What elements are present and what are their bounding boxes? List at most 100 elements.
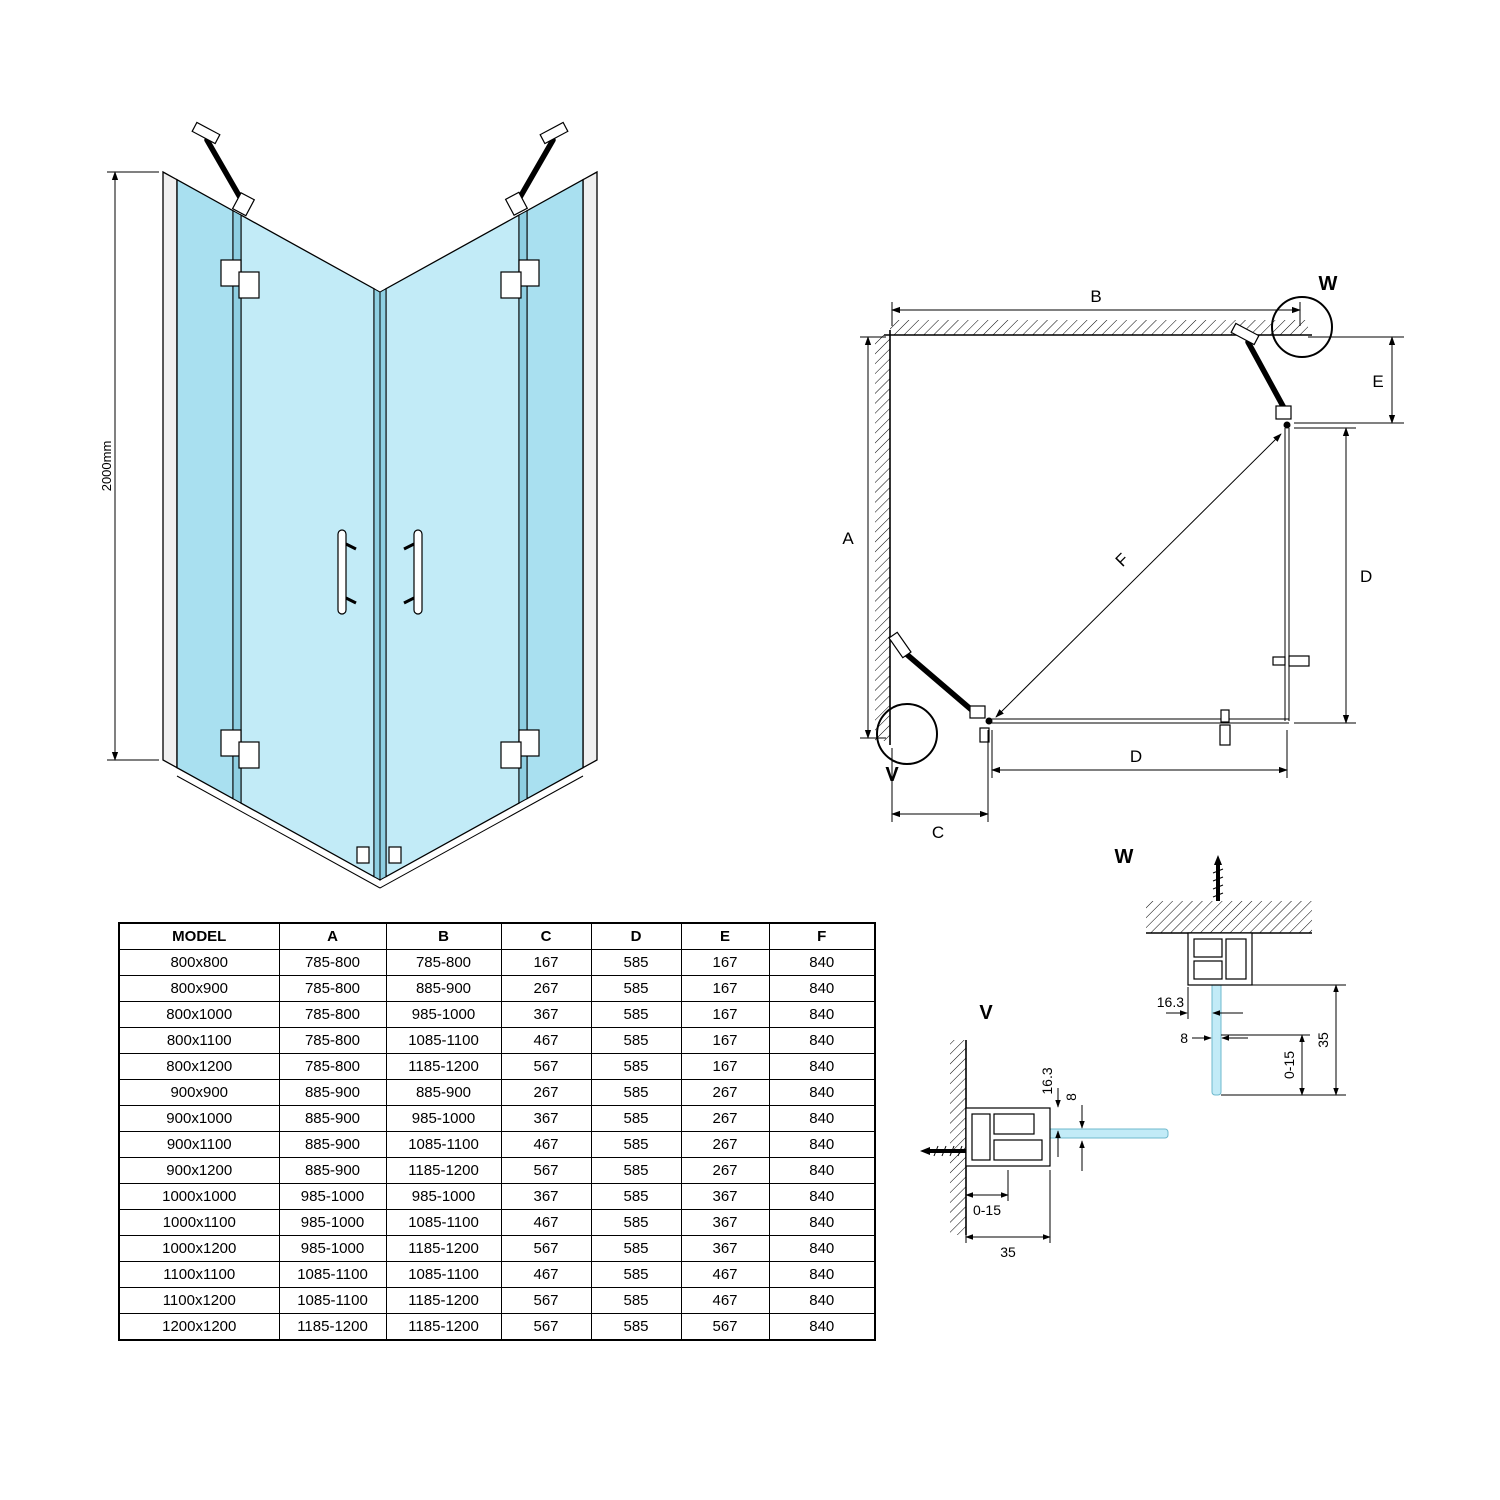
dimension-cell: 585	[590, 1235, 682, 1262]
dimension-cell: 367	[680, 1235, 770, 1262]
dim-163-label: 16.3	[1039, 1067, 1055, 1094]
anchor-screw	[1212, 855, 1224, 901]
dimension-cell: 467	[500, 1027, 592, 1054]
plan-view-drawing: B A E D D	[842, 273, 1404, 842]
dimension-c: C	[891, 730, 989, 842]
door-handles	[337, 529, 423, 615]
dimension-cell: 585	[590, 1313, 682, 1341]
column-header-e: E	[680, 922, 770, 950]
dimension-cell: 467	[680, 1287, 770, 1314]
dimension-cell: 585	[590, 1157, 682, 1184]
hinge-top-right	[518, 259, 540, 287]
hinge-pivot	[1283, 421, 1291, 429]
dimension-cell: 367	[680, 1209, 770, 1236]
detail-w-title: W	[1115, 846, 1134, 868]
dimension-cell: 840	[768, 1235, 876, 1262]
dimension-cell: 1185-1200	[278, 1313, 387, 1341]
front-view-drawing: 2000mm	[99, 121, 598, 889]
dimension-cell: 885-900	[278, 1079, 387, 1106]
detail-w-ref-label: W	[1319, 273, 1338, 295]
dimension-cell: 567	[680, 1313, 770, 1341]
model-cell: 800x1000	[118, 1001, 280, 1028]
column-header-a: A	[278, 922, 387, 950]
dimension-cell: 840	[768, 1157, 876, 1184]
dim-8-label: 8	[1063, 1093, 1079, 1101]
door-pivot-block	[979, 727, 990, 743]
brace-wall-mount-left	[191, 121, 221, 145]
detail-v-title: V	[979, 1002, 993, 1024]
dimension-cell: 1085-1100	[385, 1027, 502, 1054]
dimension-e: E	[1294, 336, 1404, 424]
hinge-bottom-right	[518, 729, 540, 757]
dimension-cell: 585	[590, 1079, 682, 1106]
dimension-cell: 785-800	[278, 975, 387, 1002]
glass-clamp-profile	[965, 1107, 1051, 1167]
column-header-d: D	[590, 922, 682, 950]
dimension-cell: 267	[680, 1157, 770, 1184]
dimension-cell: 785-800	[278, 1027, 387, 1054]
dimension-cell: 840	[768, 1261, 876, 1288]
dimension-cell: 367	[680, 1183, 770, 1210]
hinge-bottom-left	[220, 729, 242, 757]
hinge-clamp	[1275, 405, 1292, 420]
dimension-cell: 467	[500, 1131, 592, 1158]
right-center-stile	[379, 287, 387, 881]
dimension-cell: 585	[590, 949, 682, 976]
dimension-cell: 885-900	[385, 975, 502, 1002]
right-hinge-stile	[518, 209, 528, 804]
dimension-cell: 840	[768, 1027, 876, 1054]
dimension-cell: 267	[680, 1131, 770, 1158]
dimension-cell: 840	[768, 1001, 876, 1028]
brace-glass-clamp-left	[231, 191, 256, 217]
dim-8-label: 8	[1180, 1030, 1188, 1046]
dimension-cell: 840	[768, 949, 876, 976]
dimension-cell: 467	[500, 1261, 592, 1288]
model-cell: 1100x1200	[118, 1287, 280, 1314]
top-right-hinge-assembly	[1230, 322, 1292, 429]
dim-label-d-right: D	[1360, 567, 1372, 586]
dimension-cell: 585	[590, 1027, 682, 1054]
bottom-left-hinge-assembly	[888, 631, 993, 743]
dimension-cell: 167	[680, 975, 770, 1002]
dimension-cell: 785-800	[385, 949, 502, 976]
model-cell: 800x800	[118, 949, 280, 976]
detail-references: W V	[876, 273, 1338, 786]
hinge-clamp	[969, 705, 986, 719]
anchor-screw	[920, 1145, 966, 1157]
dimension-cell: 167	[680, 1053, 770, 1080]
dimension-cell: 167	[680, 949, 770, 976]
dim-35-label: 35	[1000, 1244, 1016, 1260]
hinge-top-left	[238, 271, 260, 299]
dimension-cell: 885-900	[385, 1079, 502, 1106]
dimension-cell: 840	[768, 1287, 876, 1314]
model-cell: 800x1100	[118, 1027, 280, 1054]
bottom-pivot-left	[356, 846, 370, 864]
dimension-cell: 1085-1100	[278, 1261, 387, 1288]
dim-label-f: F	[1112, 550, 1133, 571]
top-wall-hatch	[890, 320, 1308, 335]
dimension-cell: 467	[680, 1261, 770, 1288]
dimension-cell: 985-1000	[278, 1183, 387, 1210]
dimension-cell: 1185-1200	[385, 1053, 502, 1080]
bottom-pivot-right	[388, 846, 402, 864]
dimension-cell: 585	[590, 1131, 682, 1158]
dimension-cell: 840	[768, 1079, 876, 1106]
dimension-cell: 885-900	[278, 1157, 387, 1184]
hinge-bottom-left	[238, 741, 260, 769]
left-wall-hatch	[875, 335, 890, 741]
dimension-cell: 585	[590, 1105, 682, 1132]
dimension-cell: 1085-1100	[385, 1131, 502, 1158]
dimension-a: A	[842, 336, 886, 739]
column-header-f: F	[768, 922, 876, 950]
